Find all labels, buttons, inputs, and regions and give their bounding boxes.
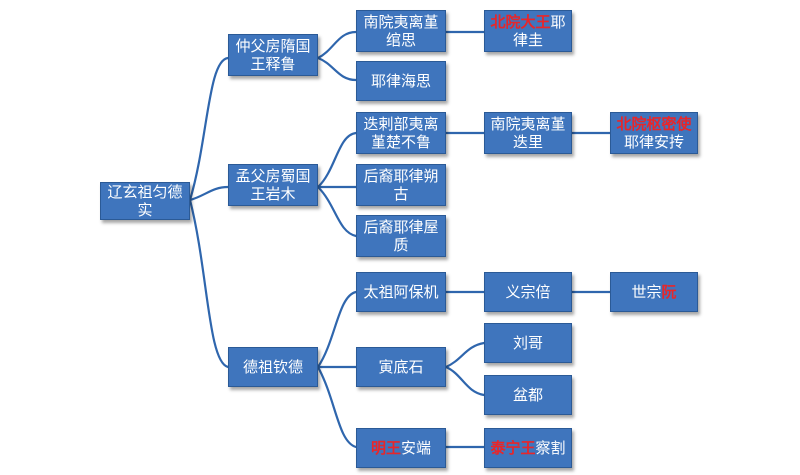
highlight-title: 阮 (661, 283, 677, 301)
highlight-title: 北院大王 (490, 13, 551, 31)
node-a2: 耶律海思 (356, 61, 446, 101)
highlight-title: 泰宁王 (490, 439, 536, 457)
node-b2: 后裔耶律朔古 (356, 164, 446, 206)
highlight-title: 北院枢密使 (616, 115, 692, 133)
link-root-l1c (188, 198, 230, 369)
link-l1a-a2 (316, 56, 358, 82)
link-l1c-c1 (316, 290, 358, 369)
node-a1: 南院夷离堇绾思 (356, 10, 446, 52)
link-c2-c21 (444, 341, 486, 369)
link-l1b-b1 (316, 131, 358, 189)
node-l1-mengfu: 孟父房蜀国王岩木 (228, 164, 318, 206)
node-c2: 寅底石 (356, 347, 446, 387)
node-b1-1-1: 北院枢密使耶律安抟 (610, 112, 698, 154)
node-a1-1: 北院大王耶律圭 (484, 10, 572, 52)
node-b1-1: 南院夷离堇迭里 (484, 112, 572, 154)
link-root-l1a (188, 56, 230, 202)
node-c1: 太祖阿保机 (356, 272, 446, 312)
node-l1-zhongfu: 仲父房隋国王释鲁 (228, 34, 318, 76)
node-c1-1-1: 世宗阮 (610, 272, 698, 312)
node-root: 辽玄祖匀德实 (100, 182, 190, 220)
highlight-title: 明王 (370, 439, 401, 457)
link-root-l1b (188, 185, 230, 202)
node-c2-1: 刘哥 (484, 323, 572, 363)
node-b1: 迭剌部夷离堇楚不鲁 (356, 112, 446, 154)
node-c2-2: 盆都 (484, 375, 572, 415)
node-l1-dezu: 德祖钦德 (228, 347, 318, 387)
link-l1a-a1 (316, 30, 358, 60)
node-b3: 后裔耶律屋质 (356, 215, 446, 257)
node-c3-1: 泰宁王察割 (484, 428, 572, 468)
node-c3: 明王安端 (356, 428, 446, 468)
link-l1c-c3 (316, 365, 358, 449)
link-c2-c22 (444, 365, 486, 397)
node-c1-1: 义宗倍 (484, 272, 572, 312)
link-l1b-b3 (316, 185, 358, 238)
